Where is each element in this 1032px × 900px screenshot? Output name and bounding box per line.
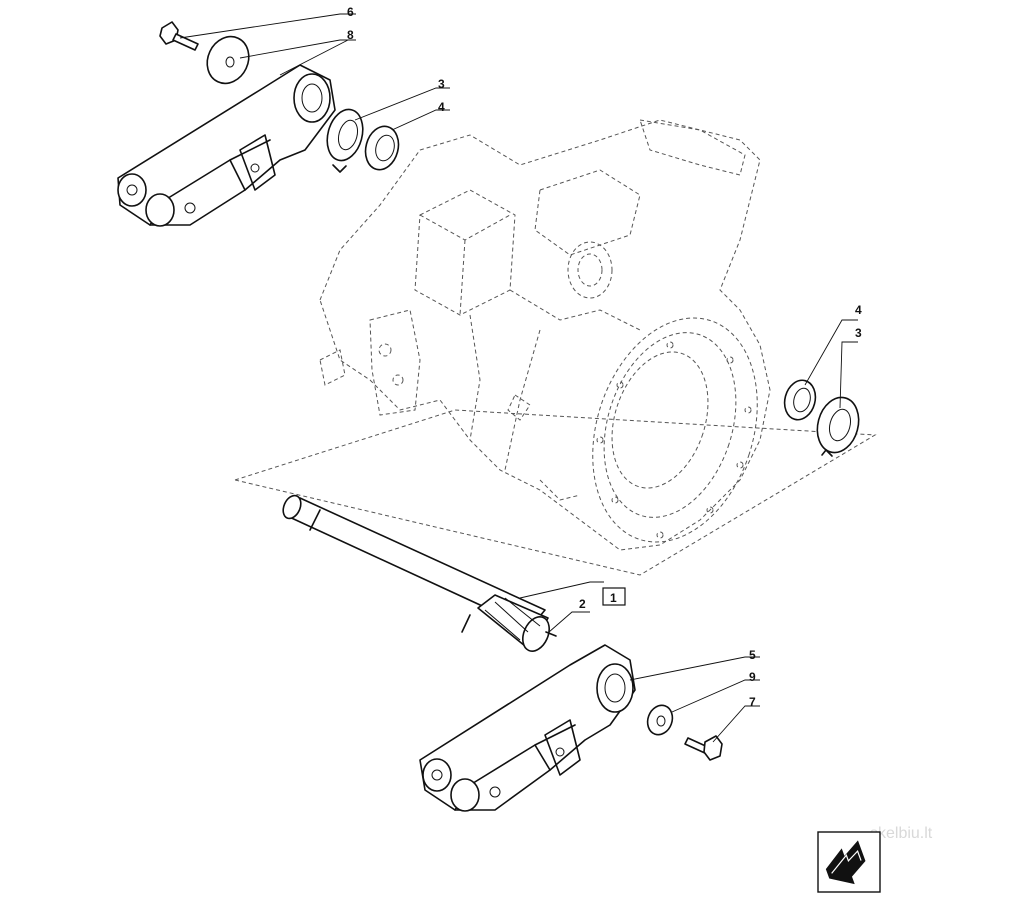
callout-5: 5 [749,648,756,662]
callout-8: 8 [347,28,354,42]
seal-ring-top [326,108,364,173]
next-page-arrow-icon[interactable] [817,831,881,893]
callout-1-box [602,587,626,606]
callout-3-right: 3 [855,326,862,340]
assembly-plane-outline [233,409,877,576]
callout-4-top: 4 [438,100,445,114]
callout-3-top: 3 [438,77,445,91]
callout-4-right: 4 [855,303,862,317]
bolt-bottom [684,735,723,761]
callout-1: 1 [610,591,617,605]
callout-6-top: 6 [347,5,354,19]
bushing-right [783,379,817,421]
callout-7: 7 [749,695,756,709]
callout-2: 2 [579,597,586,611]
transmission-housing [319,119,771,551]
washer-top [206,35,250,85]
leader-lines [179,13,858,743]
bolt-top [159,21,199,51]
bushing-top [364,125,400,171]
lift-arm-right [419,644,636,812]
lift-arm-left [117,64,336,227]
watermark-text: skelbiu.lt [870,825,933,842]
splined-shaft [282,494,557,652]
seal-ring-right [816,396,860,457]
washer-bottom [646,704,674,736]
callout-9: 9 [749,670,756,684]
